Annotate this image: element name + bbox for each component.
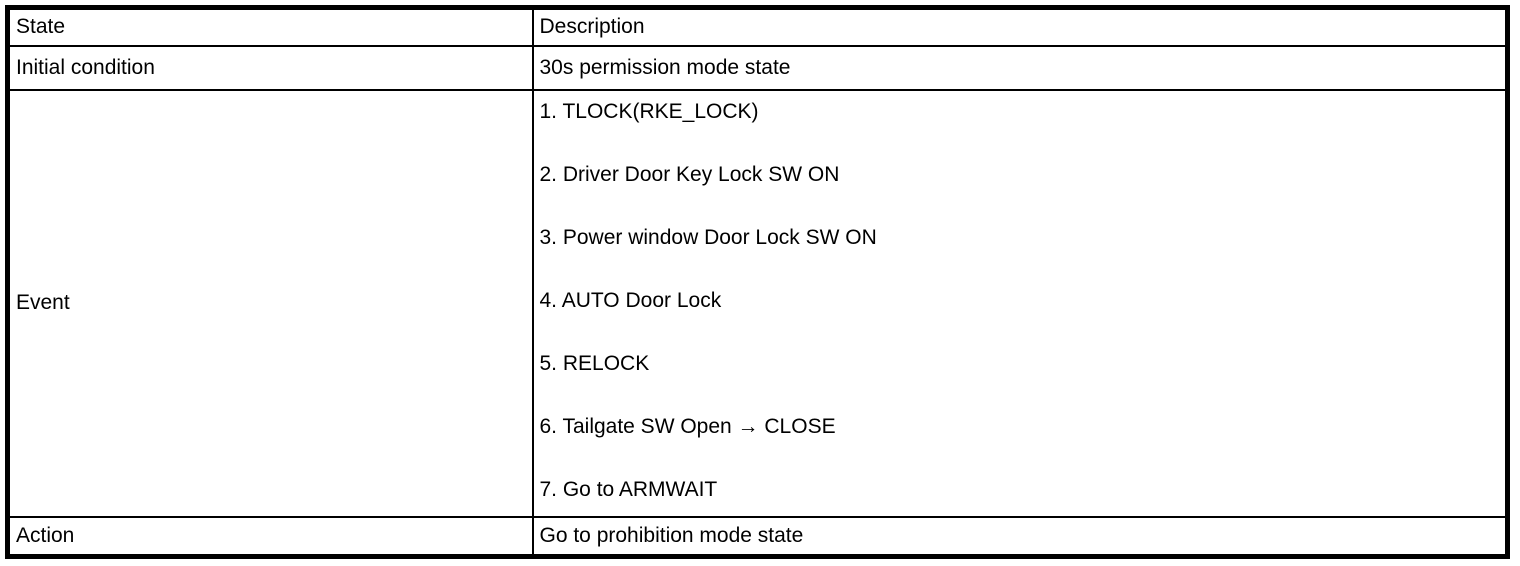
event-item-7: 7. Go to ARMWAIT bbox=[539, 477, 718, 501]
column-header-description: Description bbox=[531, 6, 1509, 47]
event-item-2: 2. Driver Door Key Lock SW ON bbox=[539, 162, 840, 186]
state-description-table: State Description Initial condition 30s … bbox=[5, 5, 1510, 559]
event-item-6: 6. Tailgate SW Open → CLOSE bbox=[539, 414, 836, 438]
table-header-row: State Description bbox=[6, 6, 1509, 47]
column-header-state: State bbox=[6, 6, 534, 47]
table-row-initial-condition: Initial condition 30s permission mode st… bbox=[6, 44, 1509, 91]
table-row-event: Event 1. TLOCK(RKE_LOCK) 2. Driver Door … bbox=[6, 88, 1509, 518]
event-item-3: 3. Power window Door Lock SW ON bbox=[539, 225, 877, 249]
row-label-action: Action bbox=[6, 515, 534, 558]
event-item-1: 1. TLOCK(RKE_LOCK) bbox=[539, 99, 759, 123]
row-value-initial-condition: 30s permission mode state bbox=[531, 44, 1509, 91]
event-item-4: 4. AUTO Door Lock bbox=[539, 288, 722, 312]
table-row-action: Action Go to prohibition mode state bbox=[6, 515, 1509, 558]
row-label-event: Event bbox=[6, 88, 534, 518]
row-value-action: Go to prohibition mode state bbox=[531, 515, 1509, 558]
row-value-event: 1. TLOCK(RKE_LOCK) 2. Driver Door Key Lo… bbox=[531, 88, 1509, 518]
event-item-5: 5. RELOCK bbox=[539, 351, 650, 375]
row-label-initial-condition: Initial condition bbox=[6, 44, 534, 91]
